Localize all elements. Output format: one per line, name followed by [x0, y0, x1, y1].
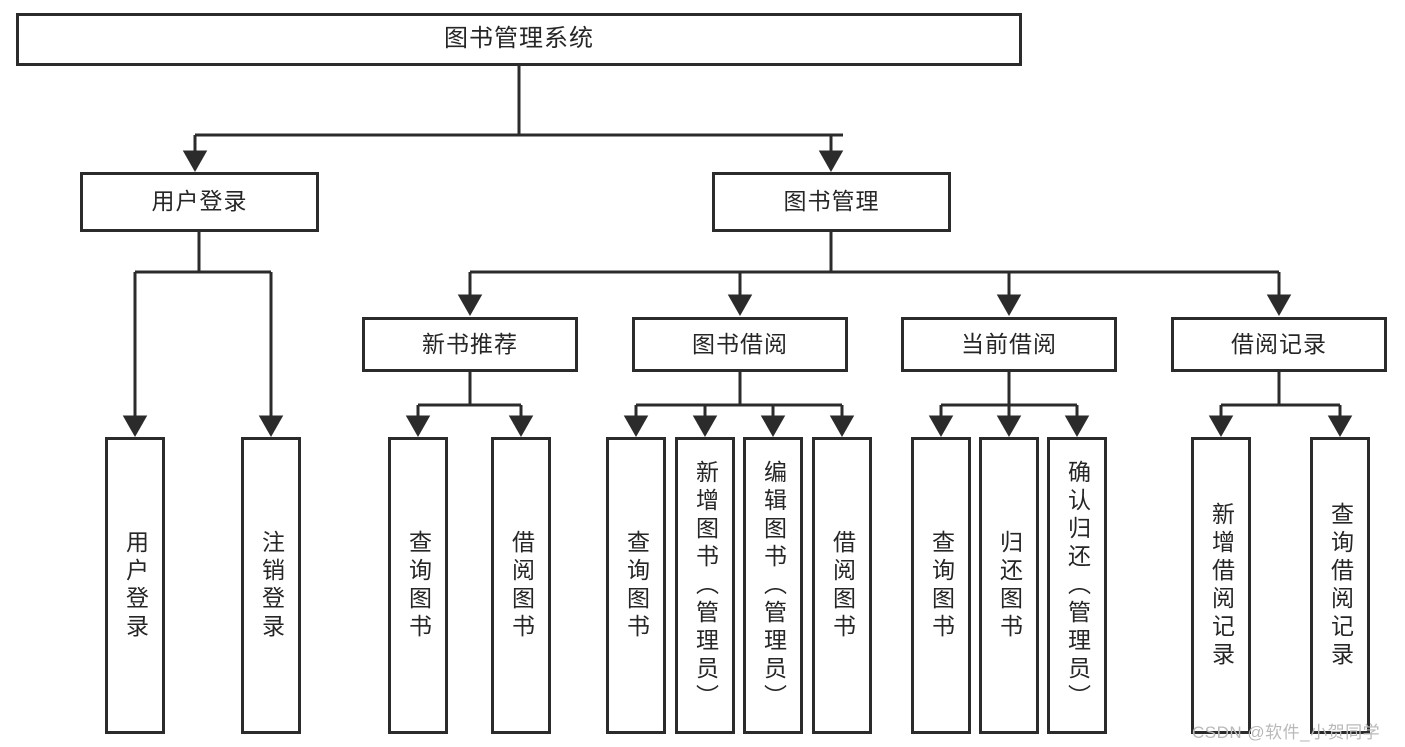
leaf-label: 查询图书	[623, 529, 650, 642]
leaf-label: 新增图书（管理员）	[692, 459, 719, 712]
node-leaf-query-book-3[interactable]: 查询图书	[911, 437, 971, 734]
leaf-label: 归还图书	[996, 529, 1023, 642]
leaf-label: 注销登录	[258, 529, 285, 642]
node-leaf-user-login[interactable]: 用户登录	[105, 437, 165, 734]
node-leaf-edit-book[interactable]: 编辑图书（管理员）	[743, 437, 803, 734]
node-leaf-query-book-2[interactable]: 查询图书	[606, 437, 666, 734]
leaf-label: 查询图书	[928, 529, 955, 642]
leaf-label: 借阅图书	[508, 529, 535, 642]
csdn-watermark: CSDN @软件_小贺同学	[1192, 723, 1381, 742]
node-borrow-record[interactable]: 借阅记录	[1171, 317, 1387, 372]
node-leaf-confirm-return[interactable]: 确认归还（管理员）	[1047, 437, 1107, 734]
node-leaf-borrow-book-2[interactable]: 借阅图书	[812, 437, 872, 734]
leaf-label: 新增借阅记录	[1208, 501, 1235, 670]
leaf-label: 用户登录	[122, 529, 149, 642]
node-book-borrow[interactable]: 图书借阅	[632, 317, 848, 372]
leaf-label: 借阅图书	[829, 529, 856, 642]
node-leaf-query-record[interactable]: 查询借阅记录	[1310, 437, 1370, 734]
node-leaf-logout[interactable]: 注销登录	[241, 437, 301, 734]
leaf-label: 编辑图书（管理员）	[760, 459, 787, 712]
node-user-login[interactable]: 用户登录	[80, 172, 319, 232]
node-leaf-query-book-1[interactable]: 查询图书	[388, 437, 448, 734]
leaf-label: 确认归还（管理员）	[1064, 459, 1091, 712]
node-new-book-recommend[interactable]: 新书推荐	[362, 317, 578, 372]
leaf-label: 查询借阅记录	[1327, 501, 1354, 670]
node-current-borrow[interactable]: 当前借阅	[901, 317, 1117, 372]
node-leaf-borrow-book-1[interactable]: 借阅图书	[491, 437, 551, 734]
node-leaf-add-record[interactable]: 新增借阅记录	[1191, 437, 1251, 734]
node-leaf-add-book[interactable]: 新增图书（管理员）	[675, 437, 735, 734]
node-leaf-return-book[interactable]: 归还图书	[979, 437, 1039, 734]
node-root-system[interactable]: 图书管理系统	[16, 13, 1022, 66]
node-book-manage[interactable]: 图书管理	[712, 172, 951, 232]
leaf-label: 查询图书	[405, 529, 432, 642]
